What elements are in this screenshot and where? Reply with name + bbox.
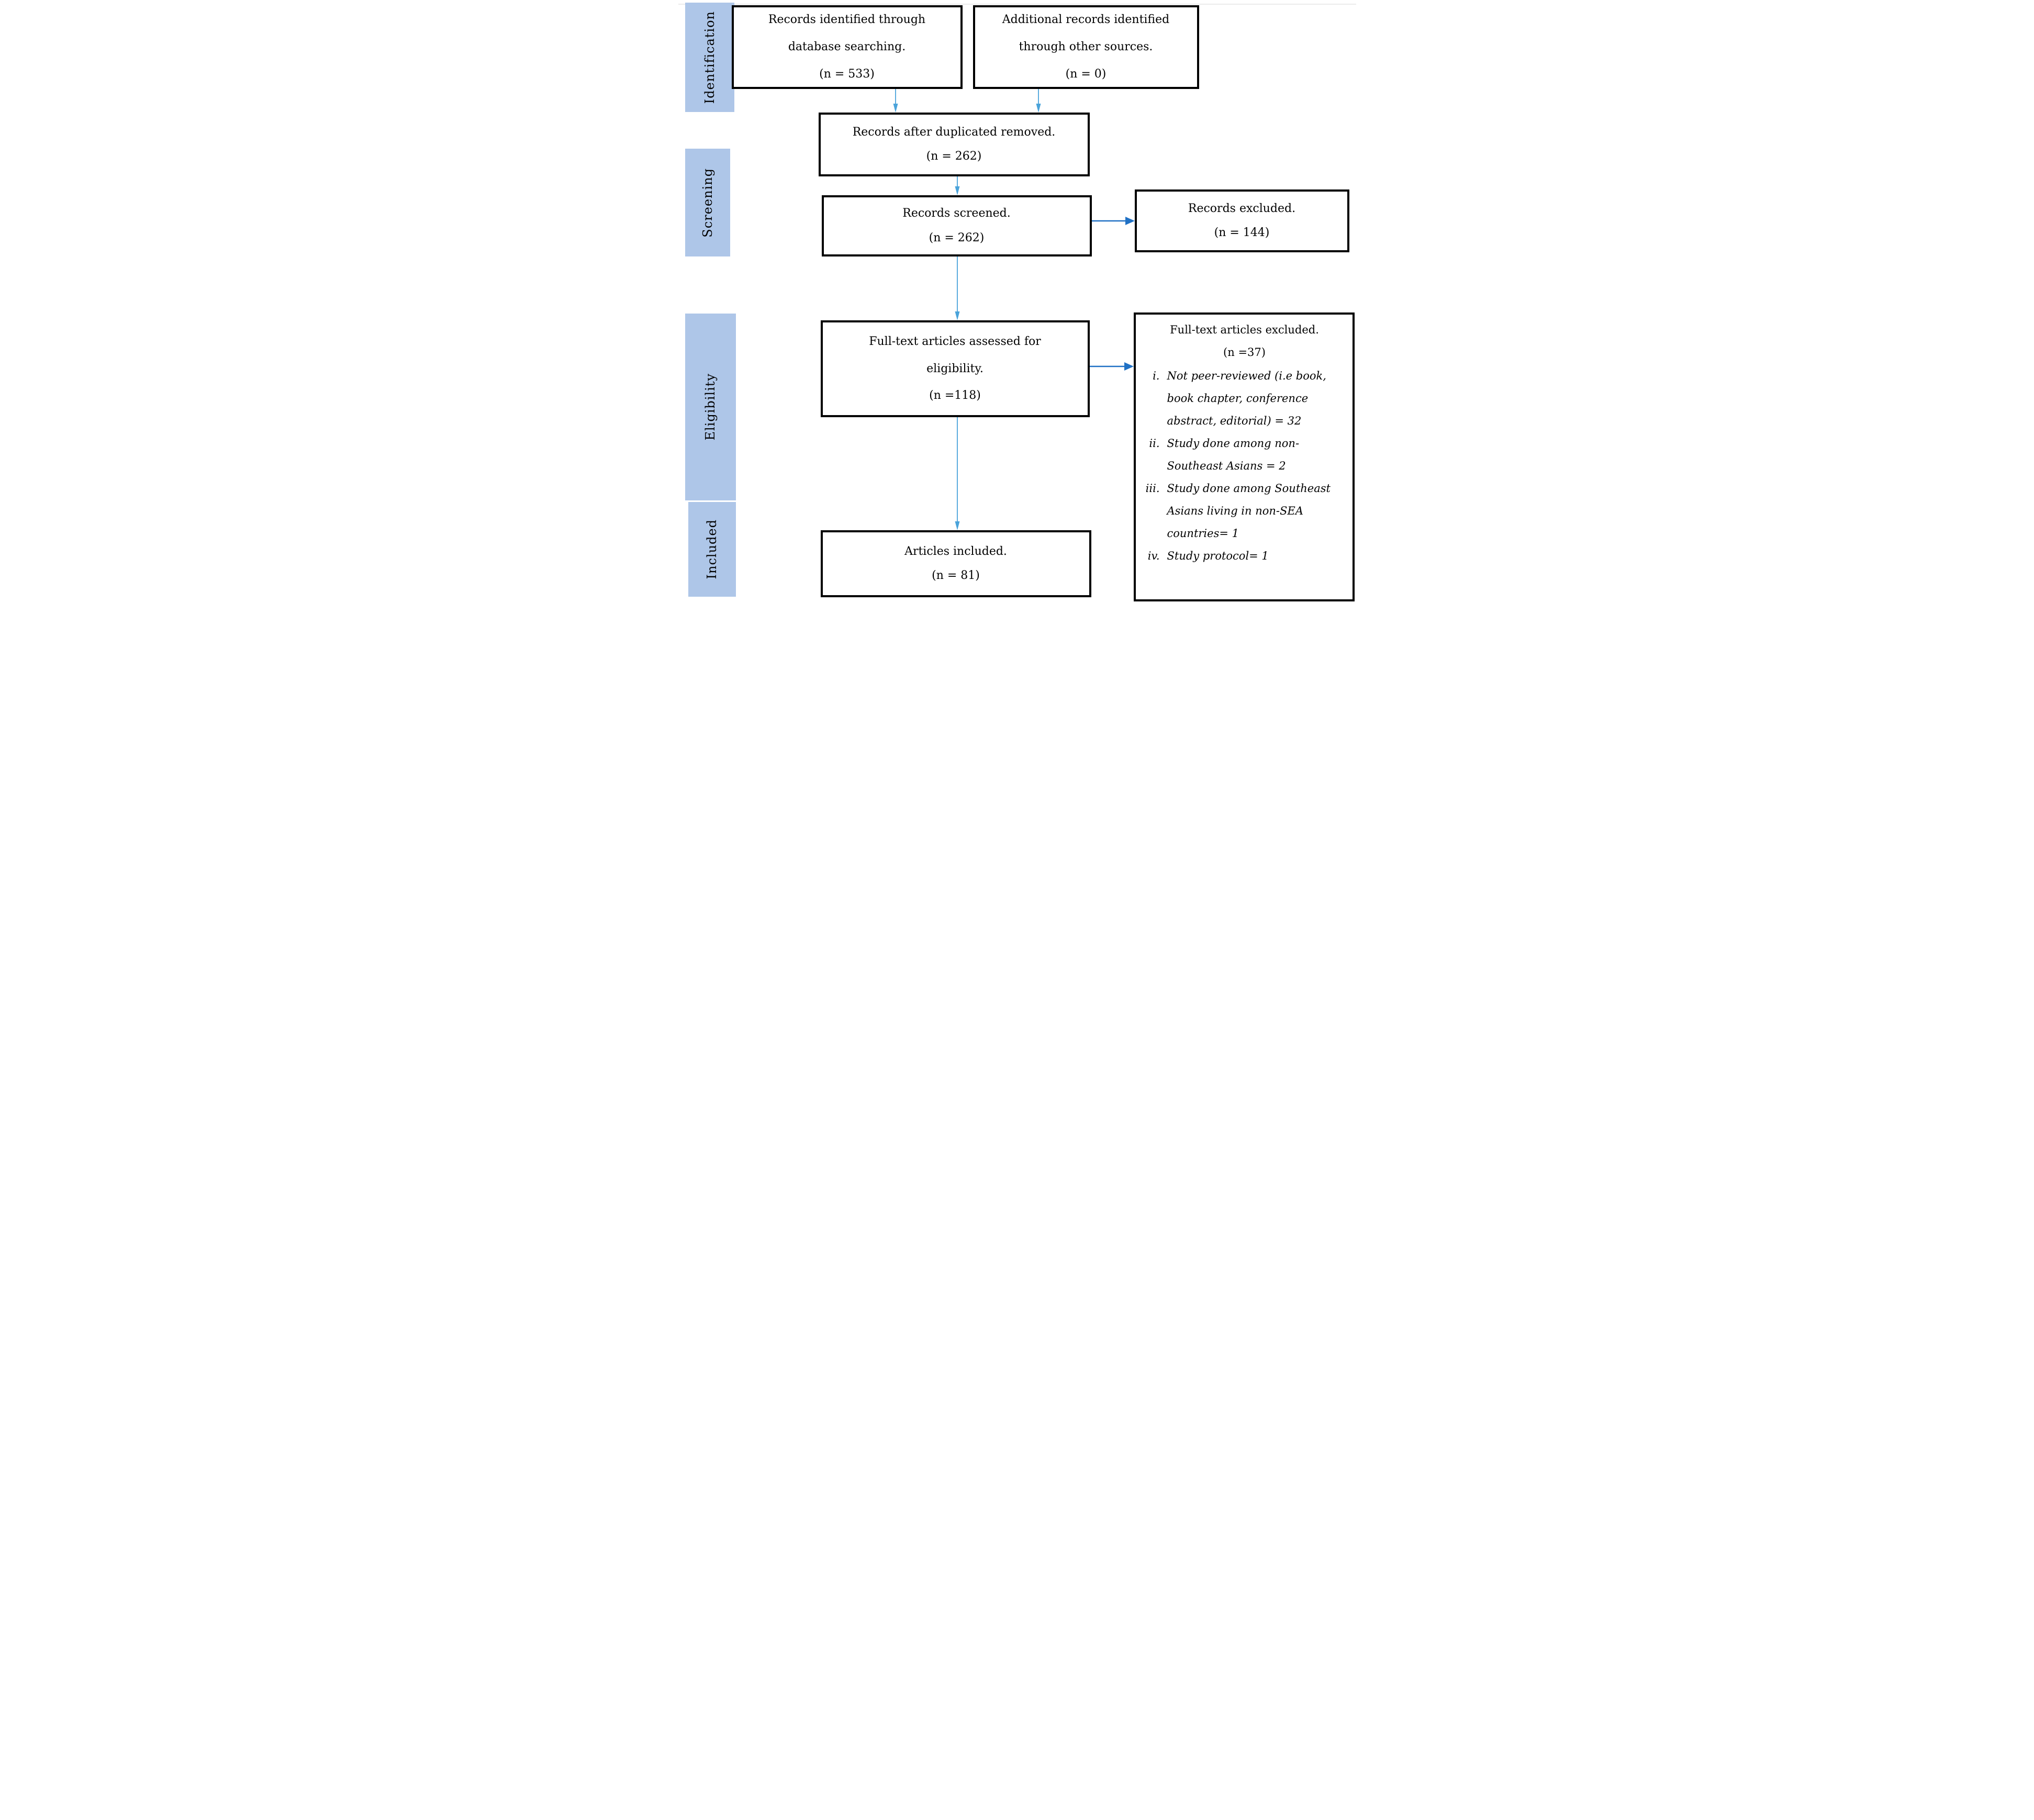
- box-records-after-duplicates: Records after duplicated removed. (n = 2…: [818, 113, 1090, 176]
- box-text-line: Additional records identified: [1002, 13, 1170, 27]
- box-records-screened: Records screened. (n = 262): [821, 195, 1092, 256]
- box-title: Full-text articles excluded.: [1170, 323, 1319, 336]
- stage-label-identification: Identification: [685, 3, 734, 112]
- box-records-excluded: Records excluded. (n = 144): [1134, 189, 1349, 252]
- list-item: i. Not peer-reviewed (i.e book, book cha…: [1144, 365, 1345, 432]
- list-item-text: Study done among non-Southeast Asians = …: [1167, 437, 1300, 473]
- arrow-screened-to-fulltext-icon: [955, 256, 959, 320]
- list-item-numeral: i.: [1153, 370, 1160, 383]
- list-item-numeral: iv.: [1147, 550, 1160, 563]
- stage-label-eligibility: Eligibility: [685, 314, 736, 500]
- box-count: (n =118): [929, 389, 981, 403]
- list-item-text: Study protocol= 1: [1167, 550, 1269, 563]
- list-item-numeral: iii.: [1145, 482, 1160, 495]
- list-item-text: Study done among Southeast Asians living…: [1167, 482, 1331, 540]
- box-count: (n = 262): [929, 231, 985, 244]
- box-text-line: Records excluded.: [1188, 202, 1296, 215]
- box-count: (n = 0): [1065, 67, 1107, 81]
- box-count: (n = 262): [926, 150, 982, 163]
- arrow-fulltext-to-included-icon: [955, 417, 959, 530]
- box-additional-records: Additional records identified through ot…: [973, 5, 1199, 89]
- arrow-fulltext-to-ft-excluded-icon: [1089, 362, 1134, 371]
- stage-label-screening: Screening: [685, 149, 730, 256]
- box-articles-included: Articles included. (n = 81): [820, 530, 1091, 597]
- prisma-flow-diagram: Identification Screening Eligibility Inc…: [678, 0, 1356, 607]
- box-text-line: Full-text articles assessed for: [869, 334, 1041, 348]
- box-count: (n = 81): [932, 569, 980, 582]
- stage-label-text: Included: [705, 519, 719, 579]
- box-count: (n = 144): [1214, 226, 1270, 239]
- box-text-line: through other sources.: [1019, 40, 1153, 54]
- box-count: (n =37): [1223, 346, 1266, 359]
- box-fulltext-excluded: Full-text articles excluded. (n =37) i. …: [1133, 312, 1355, 601]
- list-item: iv. Study protocol= 1: [1144, 545, 1345, 567]
- arrow-additional-to-dedup-icon: [1036, 89, 1041, 113]
- stage-label-text: Eligibility: [703, 373, 718, 441]
- stage-label-included: Included: [688, 502, 736, 597]
- box-text-line: Records identified through: [768, 13, 926, 27]
- arrow-identified-to-dedup-icon: [893, 89, 898, 113]
- list-item-numeral: ii.: [1149, 437, 1160, 450]
- box-text-line: Records after duplicated removed.: [852, 125, 1056, 139]
- stage-label-text: Identification: [702, 10, 717, 104]
- box-fulltext-assessed: Full-text articles assessed for eligibil…: [820, 320, 1090, 417]
- arrow-dedup-to-screened-icon: [955, 176, 959, 195]
- box-records-identified: Records identified through database sear…: [731, 5, 963, 89]
- box-count: (n = 533): [819, 67, 875, 81]
- box-text-line: Records screened.: [902, 207, 1011, 220]
- stage-label-text: Screening: [700, 168, 715, 238]
- box-text-line: eligibility.: [926, 362, 984, 375]
- box-text-line: database searching.: [788, 40, 906, 54]
- exclusion-reason-list: i. Not peer-reviewed (i.e book, book cha…: [1144, 365, 1345, 567]
- figure-top-hairline: [678, 4, 1356, 5]
- box-text-line: Articles included.: [904, 544, 1007, 558]
- list-item: iii. Study done among Southeast Asians l…: [1144, 477, 1345, 545]
- list-item-text: Not peer-reviewed (i.e book, book chapte…: [1167, 370, 1326, 428]
- list-item: ii. Study done among non-Southeast Asian…: [1144, 432, 1345, 477]
- arrow-screened-to-excluded-icon: [1091, 217, 1135, 225]
